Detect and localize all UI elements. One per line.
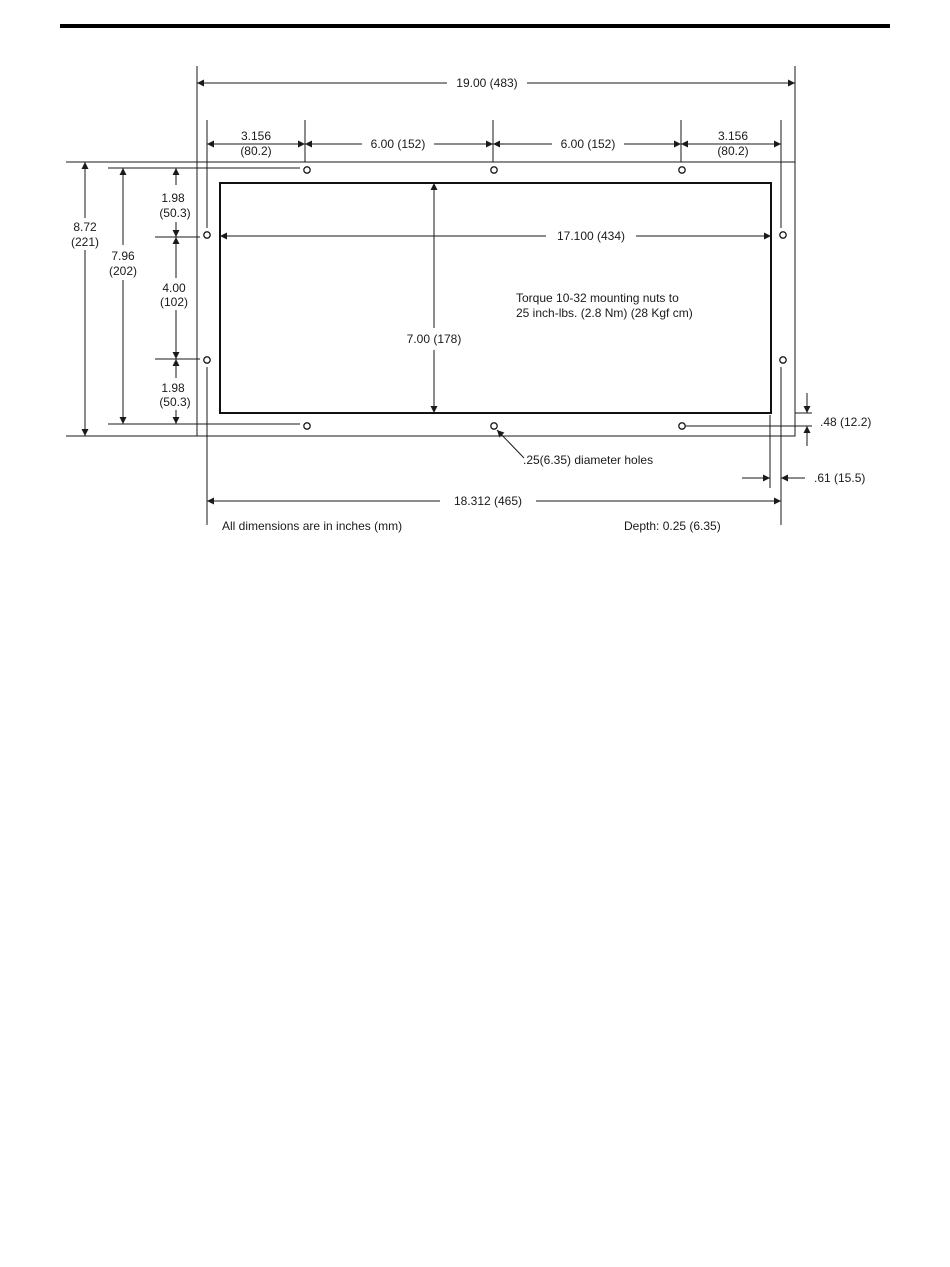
- mounting-hole: [203, 356, 211, 364]
- torque-note-line-2: 25 inch-lbs. (2.8 Nm) (28 Kgf cm): [516, 306, 693, 320]
- mounting-hole: [779, 356, 787, 364]
- label-mid-right: 6.00 (152): [561, 137, 616, 151]
- label-top-edge-mm: (50.3): [159, 206, 190, 220]
- label-end-right-in: 3.156: [718, 129, 748, 143]
- label-vertical-spacing-in: 4.00: [162, 281, 186, 295]
- mounting-hole: [779, 231, 787, 239]
- label-overall-width: 19.00 (483): [456, 76, 517, 90]
- label-overall-height-mm: (221): [71, 235, 99, 249]
- label-vertical-spacing-mm: (102): [160, 295, 188, 309]
- label-hole-span-width: 18.312 (465): [454, 494, 522, 508]
- label-bottom-edge-mm: (50.3): [159, 395, 190, 409]
- label-end-left-in: 3.156: [241, 129, 271, 143]
- torque-note-line-1: Torque 10-32 mounting nuts to: [516, 291, 679, 305]
- label-overall-height-in: 8.72: [73, 220, 97, 234]
- hole-note: .25(6.35) diameter holes: [523, 453, 653, 467]
- label-top-edge-in: 1.98: [161, 191, 185, 205]
- panel-outline: [196, 161, 796, 437]
- mounting-hole: [490, 422, 498, 430]
- mounting-hole: [303, 422, 311, 430]
- depth-note: Depth: 0.25 (6.35): [624, 519, 721, 533]
- hole-leader: [496, 429, 525, 459]
- label-mid-left: 6.00 (152): [371, 137, 426, 151]
- label-end-right-mm: (80.2): [717, 144, 748, 158]
- label-cutout-width: 17.100 (434): [557, 229, 625, 243]
- mounting-hole: [678, 422, 686, 430]
- mounting-hole: [303, 166, 311, 174]
- label-cutout-height: 7.00 (178): [407, 332, 462, 346]
- label-hole-span-height-mm: (202): [109, 264, 137, 278]
- dimension-lines: [81, 79, 811, 505]
- label-edge-margin-vertical: .48 (12.2): [820, 415, 871, 429]
- cutout-outline: [219, 182, 772, 414]
- mounting-hole: [203, 231, 211, 239]
- label-edge-margin-horizontal: .61 (15.5): [814, 471, 865, 485]
- label-hole-span-height-in: 7.96: [111, 249, 135, 263]
- units-note: All dimensions are in inches (mm): [222, 519, 402, 533]
- label-end-left-mm: (80.2): [240, 144, 271, 158]
- label-bottom-edge-in: 1.98: [161, 381, 185, 395]
- mounting-hole: [678, 166, 686, 174]
- mounting-hole: [490, 166, 498, 174]
